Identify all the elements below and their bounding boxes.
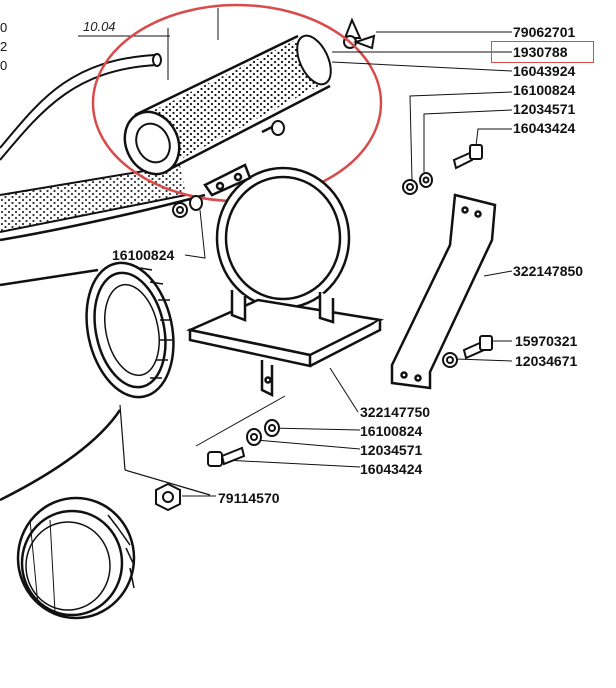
clamp-washer [172, 195, 203, 218]
part-label-1930788[interactable]: 1930788 [513, 44, 568, 60]
highlight-box [491, 41, 594, 63]
part-label-16043424[interactable]: 16043424 [513, 120, 576, 136]
part-label-15970321[interactable]: 15970321 [515, 333, 578, 349]
part-label-322147850[interactable]: 322147850 [513, 263, 584, 279]
support-plate [185, 290, 385, 398]
clamp-band [203, 163, 351, 310]
filter-element [123, 34, 332, 176]
part-label-322147750[interactable]: 322147750 [360, 404, 431, 420]
bottom-ring-nut [16, 496, 136, 620]
bracket-bolt [442, 335, 493, 368]
lower-hardware [155, 419, 280, 512]
right-hardware [402, 144, 483, 195]
reference-label: 10.04 [83, 19, 116, 34]
part-label-12034671[interactable]: 12034671 [515, 353, 578, 369]
housing-rib [139, 267, 172, 379]
cut-off-label: 2 [0, 39, 8, 54]
cut-off-label: 0 [0, 20, 8, 35]
part-label-16100824[interactable]: 16100824 [112, 247, 175, 263]
cut-off-label: 0 [0, 58, 8, 73]
part-label-12034571[interactable]: 12034571 [360, 442, 423, 458]
part-label-16043424[interactable]: 16043424 [360, 461, 423, 477]
part-label-12034571[interactable]: 12034571 [513, 101, 576, 117]
part-label-16100824[interactable]: 16100824 [513, 82, 576, 98]
part-label-16100824[interactable]: 16100824 [360, 423, 423, 439]
part-label-16043924[interactable]: 16043924 [513, 63, 576, 79]
part-label-79062701[interactable]: 79062701 [513, 24, 576, 40]
wing-nut [343, 17, 376, 50]
leader-lines [182, 51, 513, 497]
main-housing [0, 193, 211, 502]
bracket-strap [390, 193, 497, 390]
hose-line [0, 53, 162, 161]
part-label-79114570[interactable]: 79114570 [218, 490, 280, 506]
